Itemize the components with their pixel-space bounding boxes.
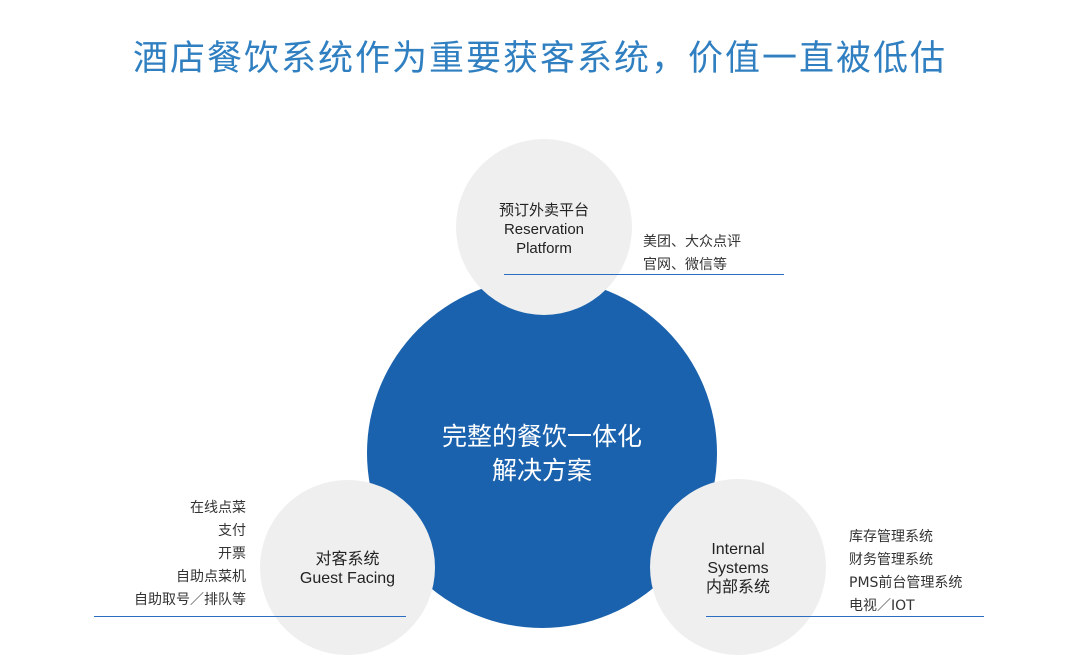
- reservation-label: 预订外卖平台 Reservation Platform: [456, 201, 632, 258]
- guest-rule: [94, 616, 406, 617]
- reservation-bubble: [456, 139, 632, 315]
- list-item: 财务管理系统: [849, 552, 933, 568]
- reservation-en-line1: Reservation: [503, 221, 585, 238]
- guest-zh: 对客系统: [315, 551, 380, 568]
- list-item: 美团、大众点评: [643, 234, 741, 250]
- guest-bubble: [260, 480, 435, 655]
- internal-en-line1: Internal: [711, 541, 765, 558]
- reservation-zh: 预订外卖平台: [498, 202, 589, 219]
- center-line1: 完整的餐饮一体化: [441, 422, 642, 451]
- internal-label: Internal Systems 内部系统: [650, 540, 826, 597]
- guest-label: 对客系统 Guest Facing: [260, 550, 435, 588]
- internal-zh: 内部系统: [705, 579, 770, 596]
- guest-list: 在线点菜 支付 开票 自助点菜机 自助取号／排队等: [60, 497, 246, 612]
- list-item: 开票: [218, 546, 246, 562]
- center-line2: 解决方案: [491, 456, 592, 485]
- internal-en-line2: Systems: [707, 560, 769, 577]
- guest-en: Guest Facing: [299, 570, 396, 587]
- internal-list: 库存管理系统 财务管理系统 PMS前台管理系统 电视／IOT: [849, 526, 962, 618]
- center-label: 完整的餐饮一体化 解决方案: [367, 420, 717, 488]
- list-item: 在线点菜: [190, 500, 246, 516]
- list-item: 官网、微信等: [643, 257, 727, 273]
- list-item: PMS前台管理系统: [849, 575, 963, 591]
- list-item: 库存管理系统: [849, 529, 933, 545]
- list-item: 自助取号／排队等: [134, 592, 246, 608]
- reservation-en-line2: Platform: [516, 240, 572, 257]
- internal-rule: [706, 616, 984, 617]
- list-item: 支付: [218, 523, 246, 539]
- list-item: 电视／IOT: [849, 598, 915, 614]
- internal-bubble: [650, 479, 826, 655]
- reservation-rule: [504, 274, 784, 275]
- reservation-list: 美团、大众点评 官网、微信等: [643, 231, 741, 277]
- list-item: 自助点菜机: [176, 569, 246, 585]
- page-title: 酒店餐饮系统作为重要获客系统，价值一直被低估: [132, 39, 947, 79]
